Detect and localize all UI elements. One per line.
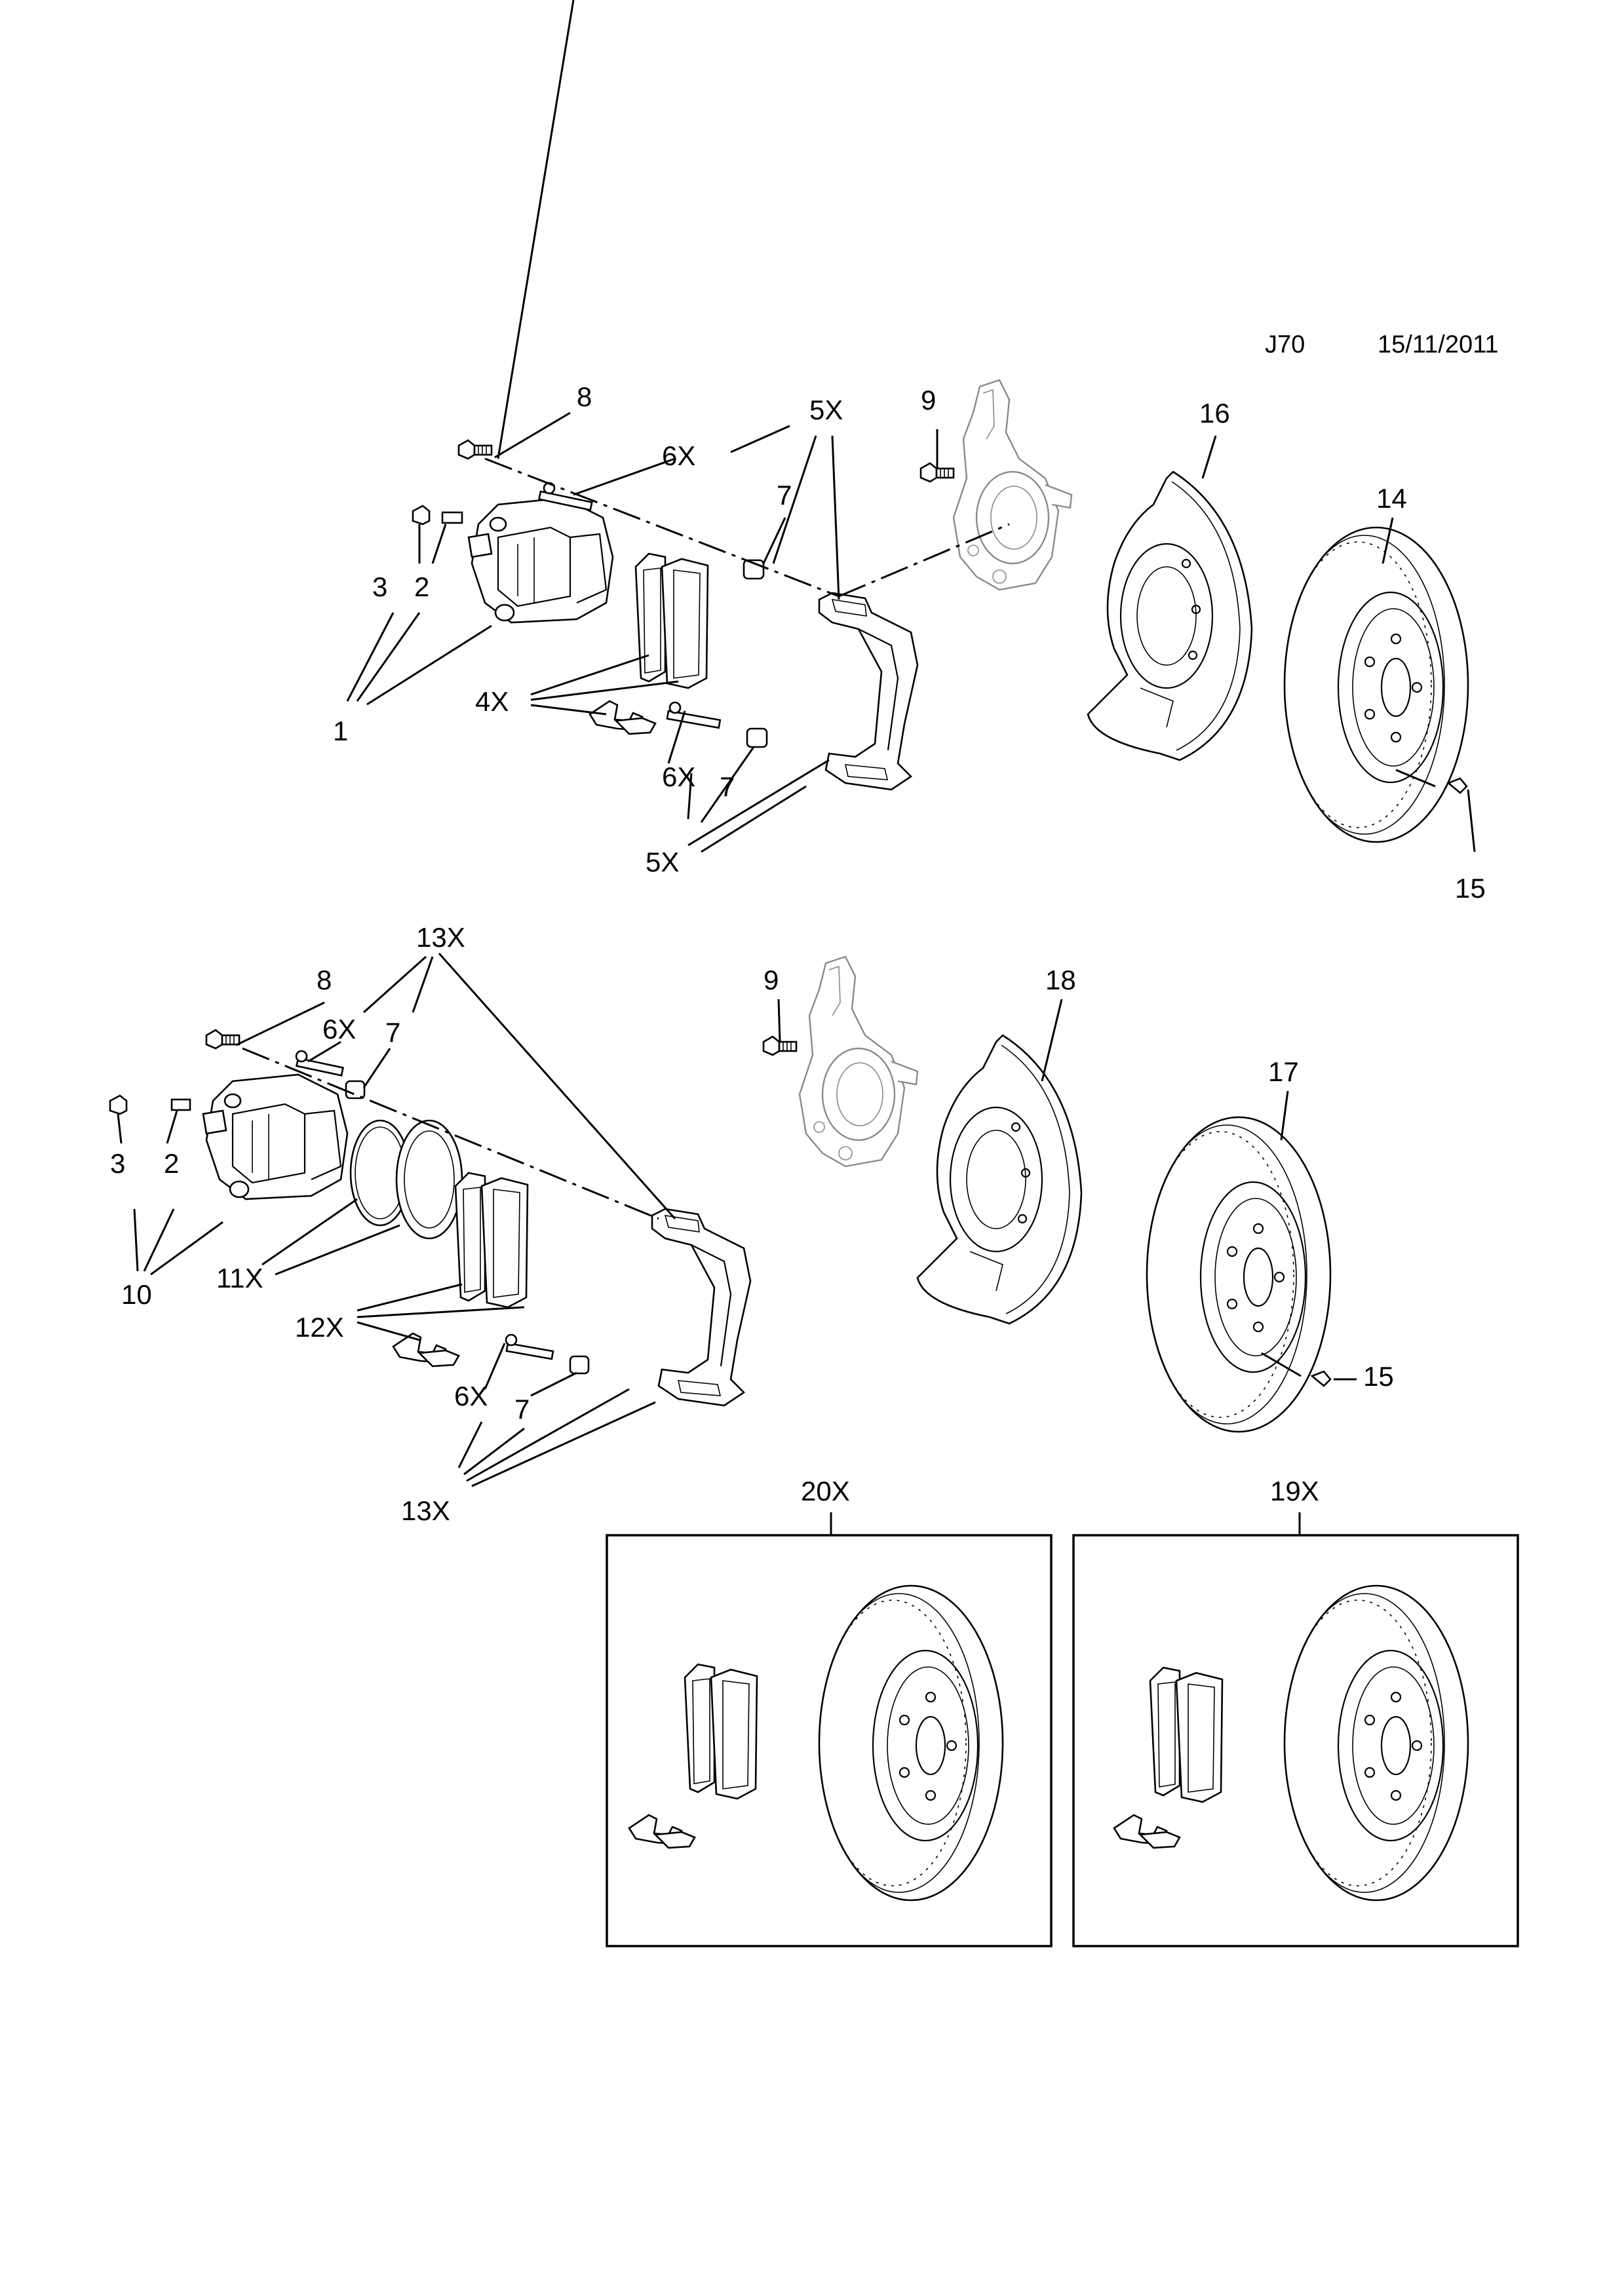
callout-6x-upper-mid: 6X xyxy=(662,761,695,792)
callout-14: 14 xyxy=(1376,483,1407,514)
callout-6x-lower-top: 6X xyxy=(322,1014,356,1044)
dust-shield-lower xyxy=(916,1034,1083,1325)
guide-pin-upper-mid xyxy=(666,710,722,729)
lower-assembly: 13X 8 6X 7 9 18 17 3 2 10 11X 12X 6X 7 1… xyxy=(109,922,1394,1526)
boot-7-upper-mid xyxy=(746,727,768,748)
callout-9-upper: 9 xyxy=(921,385,936,415)
guide-pin-upper-top xyxy=(537,490,593,511)
bleed-cap-3-upper xyxy=(412,505,431,526)
callout-10: 10 xyxy=(121,1279,152,1310)
callout-5x-upper-top: 5X xyxy=(809,394,843,425)
callout-3-lower: 3 xyxy=(110,1148,125,1179)
caliper-carrier-lower xyxy=(651,1208,752,1407)
steering-knuckle-upper xyxy=(952,379,1073,591)
callout-7-upper-top: 7 xyxy=(777,480,792,510)
boot-7-lower-top xyxy=(345,1080,366,1100)
callout-1: 1 xyxy=(333,716,348,746)
kit-19x: 19X xyxy=(1072,1476,1519,1947)
steering-knuckle-lower xyxy=(798,955,919,1168)
callout-8-lower: 8 xyxy=(317,965,332,995)
callout-13x-lower-top: 13X xyxy=(416,922,465,953)
callout-6x-lower-bot: 6X xyxy=(454,1381,488,1411)
callout-11x: 11X xyxy=(216,1263,263,1293)
callout-9-lower: 9 xyxy=(764,965,779,995)
kit-19x-label: 19X xyxy=(1270,1476,1319,1506)
callout-6x-upper-top: 6X xyxy=(662,440,695,471)
diagram-code: J70 xyxy=(1265,331,1305,358)
guide-pin-lower-top xyxy=(295,1057,345,1077)
kit-19x-pads xyxy=(1149,1666,1224,1803)
kit-20x-pads xyxy=(684,1663,758,1800)
callout-17: 17 xyxy=(1268,1056,1299,1087)
kit-19x-box xyxy=(1072,1534,1519,1947)
guide-pin-lower-bot xyxy=(505,1342,554,1360)
callout-13x-lower-bot: 13X xyxy=(401,1495,450,1526)
callout-2-upper: 2 xyxy=(414,571,429,602)
brake-disc-upper xyxy=(1283,526,1469,843)
caliper-carrier-upper xyxy=(818,592,919,791)
piston-seal-11x-b xyxy=(395,1119,463,1240)
diagram-date: 15/11/2011 xyxy=(1378,331,1499,358)
kit-19x-disc xyxy=(1283,1584,1469,1902)
dust-shield-upper xyxy=(1087,470,1253,761)
kit-19x-clips xyxy=(1113,1814,1181,1849)
kit-20x-box xyxy=(606,1534,1053,1947)
screw-15-upper xyxy=(1446,777,1468,794)
screw-15-lower xyxy=(1310,1370,1332,1387)
kit-20x-disc xyxy=(818,1584,1004,1902)
upper-assembly: 8 5X 6X 9 16 14 7 3 2 1 4X 6X 7 5X 15 xyxy=(333,0,1486,904)
callout-15-lower: 15 xyxy=(1363,1361,1394,1392)
kit-20x: 20X xyxy=(606,1476,1053,1947)
callout-15-upper: 15 xyxy=(1455,873,1486,904)
callout-12x: 12X xyxy=(295,1312,344,1343)
callout-16: 16 xyxy=(1199,398,1230,429)
caliper-lower xyxy=(202,1073,349,1200)
brake-pads-lower xyxy=(454,1172,529,1309)
pad-clips-lower xyxy=(392,1332,460,1368)
bleed-screw-2-lower xyxy=(170,1098,191,1111)
kit-20x-clips xyxy=(628,1814,696,1849)
boot-7-lower-bot xyxy=(569,1355,590,1375)
callout-8-upper: 8 xyxy=(577,381,592,412)
brake-pads-upper xyxy=(634,552,709,689)
bleed-cap-3-lower xyxy=(109,1094,128,1115)
callout-3-upper: 3 xyxy=(372,571,387,602)
callout-5x-upper-bot: 5X xyxy=(646,847,679,877)
bolt-8-upper xyxy=(457,439,493,460)
callout-18: 18 xyxy=(1045,965,1076,995)
bolt-8-lower xyxy=(205,1029,241,1050)
callout-7-lower-top: 7 xyxy=(385,1017,400,1048)
callout-2-lower: 2 xyxy=(164,1148,179,1179)
caliper-upper xyxy=(467,497,614,624)
brake-disc-lower xyxy=(1146,1116,1332,1433)
kit-20x-label: 20X xyxy=(801,1476,850,1506)
pad-clips-upper xyxy=(589,700,657,735)
callout-4x: 4X xyxy=(475,686,509,717)
callout-7-upper-mid: 7 xyxy=(720,771,735,802)
bleed-screw-2-upper xyxy=(441,511,463,524)
callout-7-lower-bot: 7 xyxy=(514,1394,530,1425)
